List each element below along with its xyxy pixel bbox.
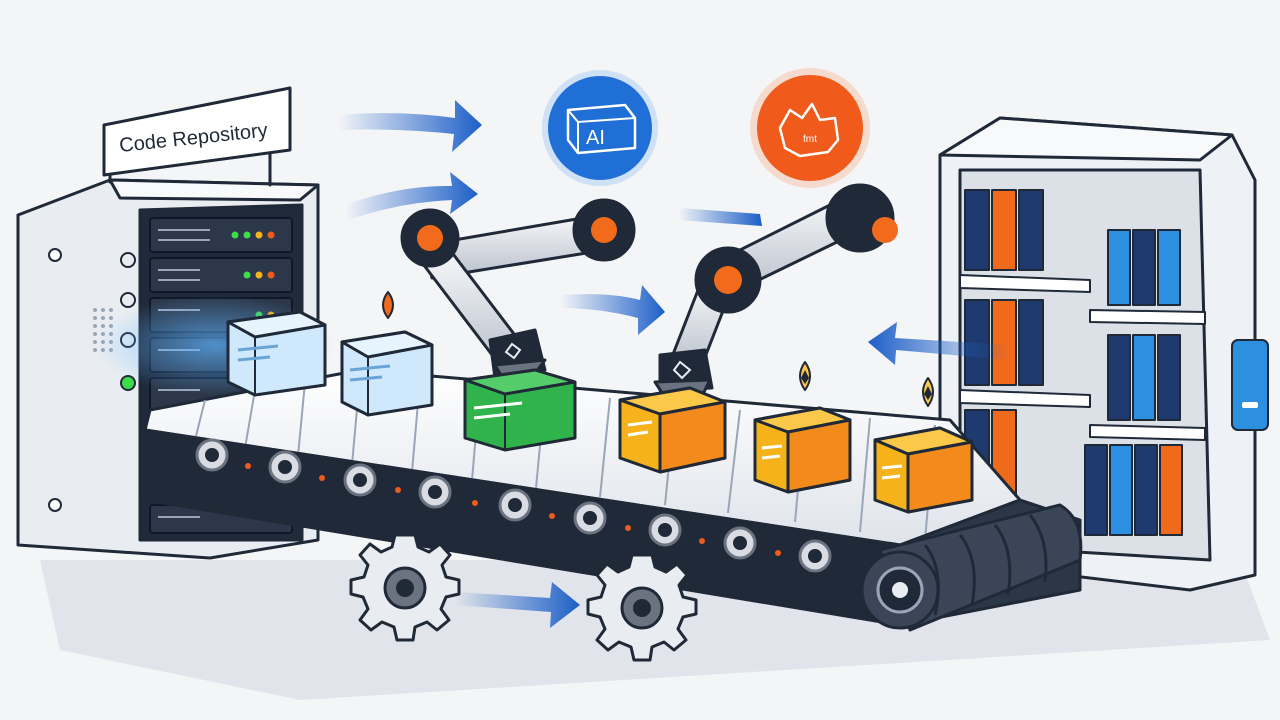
- cloud-badge: fmt: [750, 68, 870, 188]
- tag-icon: [382, 291, 394, 319]
- gear-icon: [586, 553, 698, 662]
- code-repository-sign: Code Repository: [102, 86, 292, 187]
- ai-badge: AI: [542, 70, 658, 186]
- flow-arrow-icon: [455, 582, 580, 628]
- flow-arrows: [338, 100, 1010, 628]
- package-icon: [753, 361, 852, 494]
- gear-icon: [349, 533, 461, 642]
- belt-rollers: [195, 438, 832, 573]
- flow-arrow-icon: [678, 208, 762, 226]
- flow-arrow-icon: [868, 322, 1010, 365]
- flow-arrow-icon: [338, 100, 482, 152]
- belt-end-roller: [860, 503, 1083, 632]
- cloud-badge-label: fmt: [803, 134, 817, 145]
- cloud-icon: fmt: [778, 102, 840, 158]
- robot-arm-icon: [653, 183, 898, 404]
- flow-arrow-icon: [560, 285, 665, 335]
- shelf-binders: [964, 189, 1183, 536]
- robot-arm-icon: [400, 198, 636, 384]
- package-icon: [340, 291, 434, 417]
- flow-arrow-icon: [345, 172, 478, 220]
- ai-badge-label: AI: [586, 127, 605, 149]
- package-shelf: [938, 116, 1269, 592]
- package-icon: [618, 386, 727, 474]
- package-icon: [463, 368, 577, 452]
- package-icon: [873, 377, 974, 514]
- ai-chip-icon: AI: [566, 103, 637, 155]
- shelf-tab: [1231, 339, 1269, 431]
- package-icon: [226, 310, 327, 397]
